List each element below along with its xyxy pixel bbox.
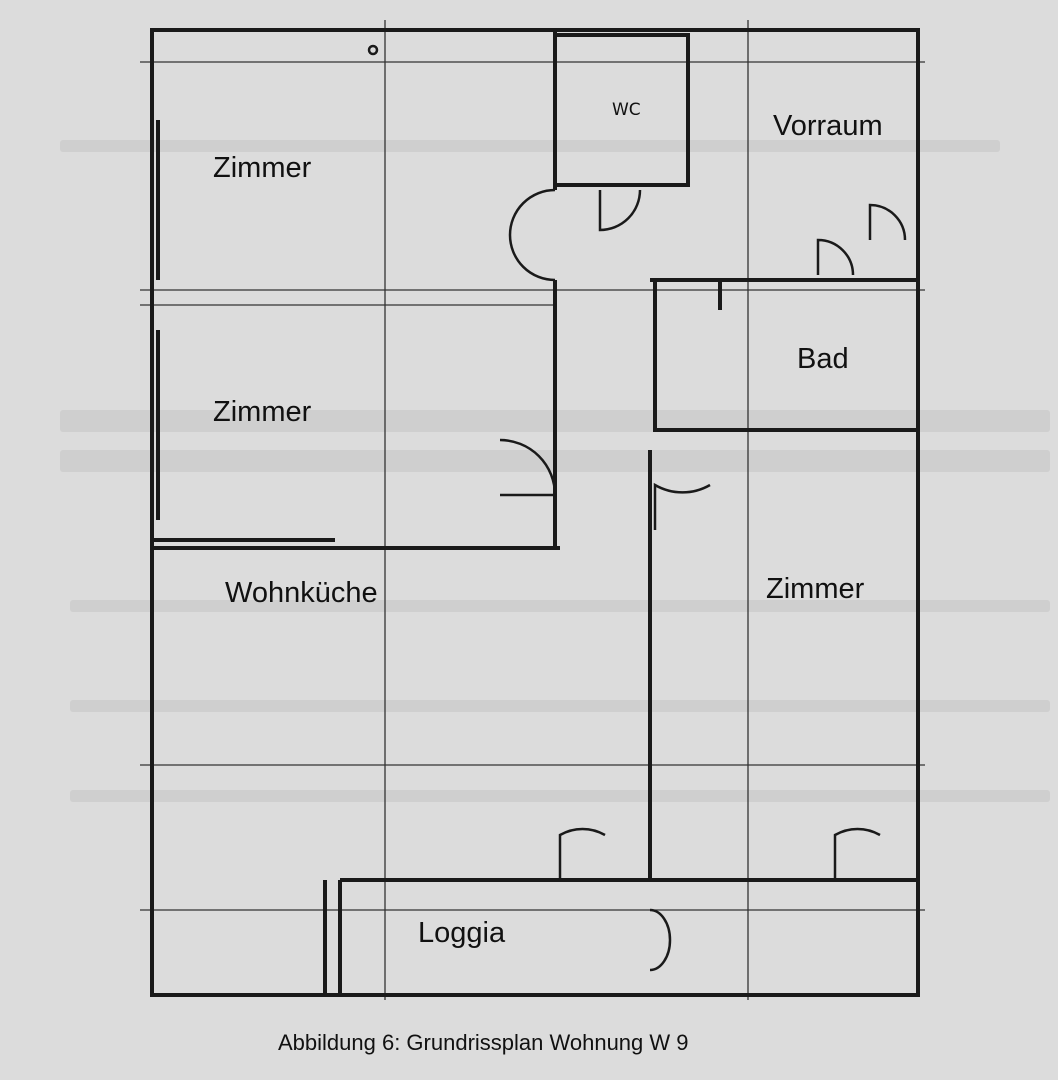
room-label-loggia: Loggia <box>418 917 506 949</box>
wc-walls <box>553 33 690 187</box>
room-label-wc: WC <box>612 100 641 120</box>
door-swings <box>367 44 907 972</box>
faded-background-text <box>70 700 1050 712</box>
figure-caption: Abbildung 6: Grundrissplan Wohnung W 9 <box>278 1030 689 1055</box>
outer-wall <box>150 28 920 997</box>
room-label-wohnkueche: Wohnküche <box>225 577 378 609</box>
faded-background-text <box>70 600 1050 612</box>
grid-lines <box>140 20 925 1000</box>
faded-background-text <box>70 790 1050 802</box>
walls <box>150 28 920 997</box>
room-label-bad: Bad <box>797 343 849 375</box>
room-label-zimmer-middle-left: Zimmer <box>213 396 312 428</box>
room-label-zimmer-right: Zimmer <box>766 573 865 605</box>
room-label-zimmer-top-left: Zimmer <box>213 152 312 184</box>
faded-background-text <box>60 140 1000 152</box>
room-label-vorraum: Vorraum <box>773 110 883 142</box>
